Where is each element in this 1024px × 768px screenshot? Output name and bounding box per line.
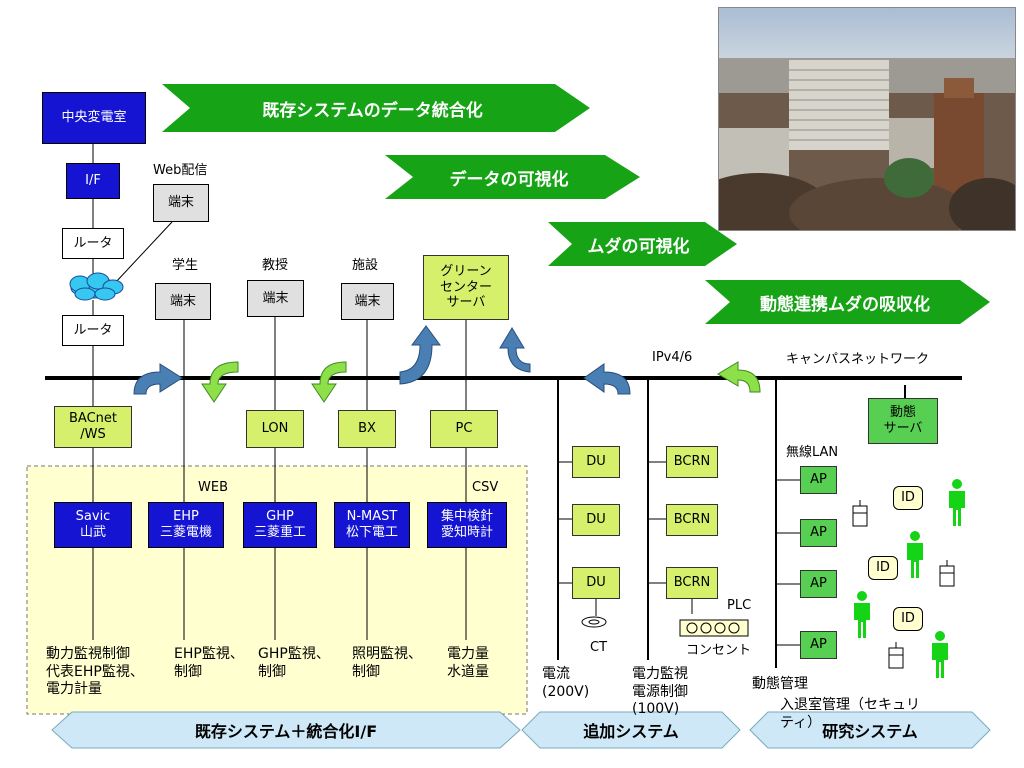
router-box-1: ルータ: [62, 228, 124, 259]
web-tag: WEB: [198, 480, 228, 495]
gateway-lon: LON: [246, 410, 304, 448]
banner-waste-absorption: 動態連携ムダの吸収化: [760, 294, 930, 315]
facility-terminal-box: 端末: [341, 283, 394, 320]
student-terminal-box: 端末: [155, 283, 211, 320]
router-box-2: ルータ: [62, 315, 124, 346]
id-tag-1: ID: [893, 486, 923, 510]
dynamic-server-box: 動態 サーバ: [868, 398, 938, 444]
terminal-group-professor: 教授: [262, 258, 289, 273]
reader-icons: [852, 500, 955, 669]
banner-shape-2: [385, 155, 640, 199]
web-terminal-box: 端末: [153, 184, 209, 222]
banner-shape-1: [162, 84, 590, 132]
vendor-ghp: GHP 三菱重工: [243, 502, 317, 548]
desc-lighting: 照明監視、 制御: [352, 646, 422, 680]
banner-shape-3: [548, 222, 737, 266]
interface-box: I/F: [66, 163, 120, 199]
du-box-3: DU: [572, 567, 620, 599]
curved-arrow-left-4: [583, 363, 631, 395]
ap-box-3: AP: [800, 570, 837, 598]
id-tag-3: ID: [893, 607, 923, 631]
desc-energy: 電力量 水道量: [447, 646, 489, 680]
bcrn-box-3: BCRN: [666, 567, 718, 599]
current-label: 電流 (200V): [542, 666, 590, 700]
person-icons: [854, 479, 965, 678]
bottom-tag-shape-added: [521, 711, 741, 749]
ap-box-4: AP: [800, 631, 837, 659]
ap-box-2: AP: [800, 519, 837, 547]
banner-data-visualization: データの可視化: [449, 169, 569, 190]
desc-ehp: EHP監視、 制御: [174, 646, 244, 680]
gateway-bx: BX: [338, 410, 396, 448]
bottom-tag-added: 追加システム: [583, 722, 679, 741]
gateway-bacnet: BACnet /WS: [54, 406, 132, 448]
campus-photo: [718, 7, 1016, 231]
vendor-nmast: N-MAST 松下電工: [334, 502, 410, 548]
dynamic-management-label: 動態管理: [752, 676, 808, 692]
curved-arrow-down-1: [201, 361, 239, 403]
network-cloud: [69, 272, 124, 301]
bcrn-box-2: BCRN: [666, 504, 718, 536]
curved-arrow-down-2: [311, 361, 347, 403]
banner-shape-4: [705, 280, 990, 324]
du-box-2: DU: [572, 504, 620, 536]
bottom-tag-shape-existing: [51, 711, 521, 749]
csv-tag: CSV: [472, 480, 499, 495]
bottom-tag-shape-research: [749, 711, 991, 749]
power-control-label: 電力監視 電源制御 (100V): [632, 666, 688, 717]
ct-label: CT: [590, 640, 608, 655]
bottom-tag-existing: 既存システム＋統合化I/F: [194, 722, 378, 741]
outlet-label: コンセント: [686, 643, 752, 658]
ipv-label: IPv4/6: [652, 350, 693, 365]
outlet-icon: [679, 619, 749, 637]
web-delivery-label: Web配信: [153, 163, 208, 178]
banner-waste-visualization: ムダの可視化: [587, 236, 690, 257]
entry-management-label: 入退室管理（セキュリ ティ）: [780, 697, 920, 731]
curved-arrow-up-2: [399, 325, 441, 385]
campus-photo-drawing: [719, 8, 1015, 230]
plc-label: PLC: [727, 598, 752, 613]
curved-arrow-left-5: [717, 361, 761, 393]
ct-coil: [581, 616, 607, 628]
gateway-pc: PC: [430, 410, 498, 448]
vendor-savic: Savic 山武: [54, 502, 132, 548]
curved-arrow-up-3: [499, 327, 531, 373]
terminal-group-facility: 施設: [352, 258, 379, 273]
professor-terminal-box: 端末: [247, 280, 304, 317]
green-center-server-box: グリーン センター サーバ: [423, 255, 509, 320]
wireless-lan-label: 無線LAN: [786, 445, 839, 460]
banner-data-integration: 既存システムのデータ統合化: [262, 100, 483, 121]
curved-arrow-up-1: [133, 363, 183, 395]
terminal-group-student: 学生: [172, 258, 199, 273]
central-substation-box: 中央変電室: [42, 92, 146, 144]
vendor-meter: 集中検針 愛知時計: [427, 502, 507, 548]
desc-power-monitoring: 動力監視制御 代表EHP監視、 電力計量: [46, 646, 144, 697]
du-box-1: DU: [572, 446, 620, 478]
id-tag-2: ID: [868, 556, 898, 580]
ap-box-1: AP: [800, 466, 837, 494]
bottom-tag-research: 研究システム: [822, 722, 918, 741]
vendor-ehp: EHP 三菱電機: [148, 502, 224, 548]
campus-network-label: キャンパスネットワーク: [786, 352, 930, 367]
bcrn-box-1: BCRN: [666, 446, 718, 478]
desc-ghp: GHP監視、 制御: [258, 646, 330, 680]
